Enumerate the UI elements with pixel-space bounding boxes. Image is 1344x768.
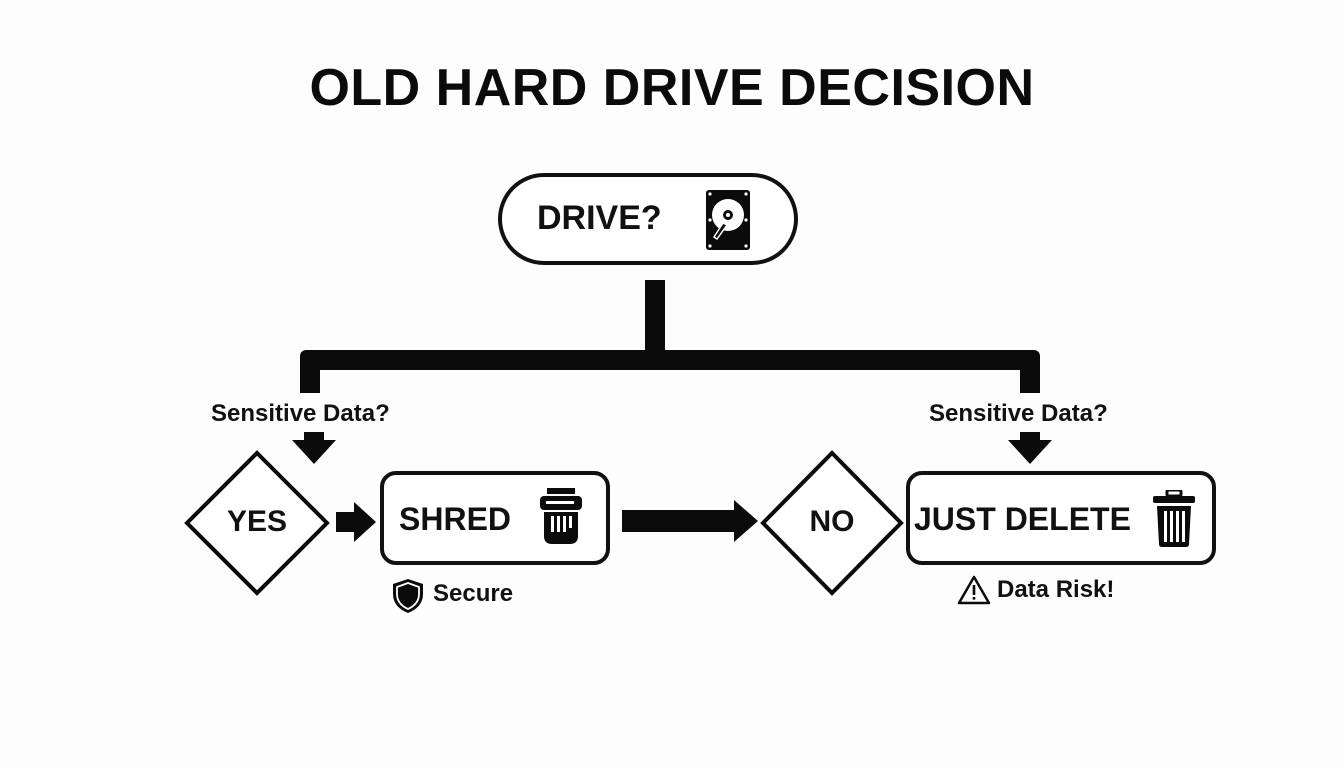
right-leg-connector <box>1020 360 1040 393</box>
stem-connector <box>645 280 665 356</box>
data-risk-note-label: Data Risk! <box>997 576 1115 603</box>
shred-action-label: SHRED <box>399 501 512 537</box>
arrow-down-icon <box>1008 432 1052 464</box>
arrow-right-icon <box>622 500 758 542</box>
shredder-icon <box>540 488 582 544</box>
no-decision-diamond <box>760 450 904 596</box>
secure-note-label: Secure <box>433 580 514 607</box>
yes-decision-diamond <box>184 450 330 596</box>
branch-connector <box>300 350 1040 370</box>
trash-icon <box>1153 490 1195 547</box>
left-leg-connector <box>300 360 320 393</box>
warning-icon <box>957 575 991 605</box>
left-question-label: Sensitive Data? <box>211 400 390 427</box>
shield-icon <box>393 579 423 613</box>
hard-drive-icon <box>706 190 750 250</box>
arrow-right-icon <box>336 502 376 542</box>
diagram-title: OLD HARD DRIVE DECISION <box>309 59 1035 117</box>
start-node-label: DRIVE? <box>537 199 662 237</box>
yes-decision-label: YES <box>226 505 288 538</box>
arrow-down-icon <box>292 432 336 464</box>
right-question-label: Sensitive Data? <box>929 400 1108 427</box>
delete-action-label: JUST DELETE <box>914 501 1131 537</box>
no-decision-label: NO <box>809 505 855 538</box>
